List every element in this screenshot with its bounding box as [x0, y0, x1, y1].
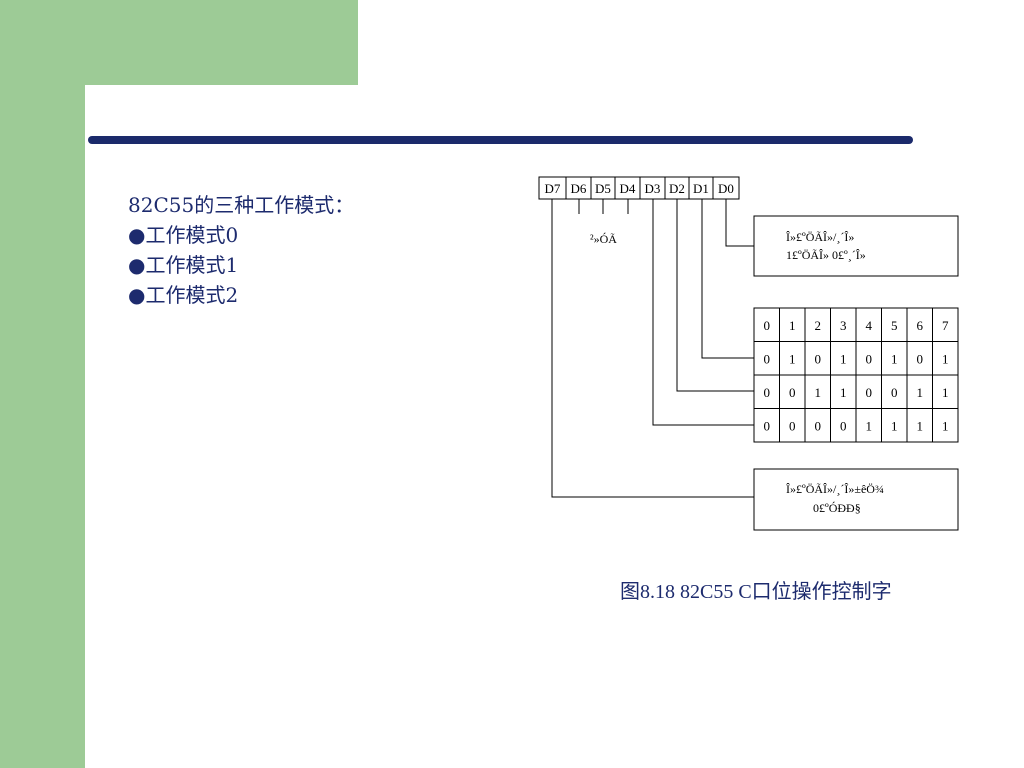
table-cell: 1 [815, 385, 822, 400]
flag-box [753, 468, 959, 531]
table-cell: 1 [917, 418, 924, 433]
bullet-label: 工作模式1 [145, 253, 239, 277]
bit-cell-label: D1 [693, 181, 709, 196]
mode-list: 82C55的三种工作模式： ●工作模式0 ●工作模式1 ●工作模式2 [128, 190, 354, 310]
table-cell: 2 [815, 318, 822, 333]
table-cell: 1 [942, 385, 949, 400]
set-reset-box-line: Î»£ºÖÃÎ»/¸´Î» [786, 230, 854, 244]
table-cell: 6 [917, 318, 924, 333]
bit-cell-label: D3 [645, 181, 661, 196]
table-cell: 7 [942, 318, 949, 333]
table-cell: 0 [866, 351, 873, 366]
d2-connector [676, 199, 754, 392]
table-cell: 0 [764, 418, 771, 433]
bullet-label: 工作模式0 [145, 223, 239, 247]
table-cell: 0 [764, 318, 771, 333]
table-cell: 0 [840, 418, 847, 433]
bit-cell-label: D5 [595, 181, 611, 196]
bullet-icon: ● [128, 253, 146, 277]
table-cell: 1 [942, 351, 949, 366]
table-cell: 1 [840, 351, 847, 366]
table-cell: 4 [866, 318, 873, 333]
table-cell: 0 [917, 351, 924, 366]
table-cell: 0 [789, 418, 796, 433]
green-left-band [0, 0, 85, 768]
connector-lines [551, 199, 754, 498]
flag-box-line: Î»£ºÖÃÎ»/¸´Î»±êÖ¾ [786, 482, 884, 496]
table-cell: 1 [891, 351, 898, 366]
bit-select-table: 0 1 2 3 4 5 6 7 0 1 0 1 0 1 0 1 0 0 1 1 0 0 1 1 0 0 0 0 1 1 1 1 [753, 307, 959, 443]
d3-connector [652, 199, 754, 426]
heading-text: 82C55的三种工作模式： [128, 193, 355, 217]
bullet-icon: ● [128, 283, 146, 307]
table-cell: 1 [789, 351, 796, 366]
table-cell: 0 [764, 351, 771, 366]
bit-cell-label: D2 [669, 181, 685, 196]
bit-cell-label: D4 [620, 181, 636, 196]
table-cell: 0 [764, 385, 771, 400]
bit-cell-label: D0 [718, 181, 734, 196]
table-cell: 1 [942, 418, 949, 433]
table-cell: 3 [840, 318, 847, 333]
bullet-label: 工作模式2 [145, 283, 239, 307]
set-reset-box-line: 1£ºÖÃÎ» 0£º¸´Î» [786, 248, 866, 262]
bullet-icon: ● [128, 223, 146, 247]
table-cell: 1 [891, 418, 898, 433]
table-cell: 1 [917, 385, 924, 400]
table-cell: 0 [815, 351, 822, 366]
bit-cell-label: D7 [545, 181, 561, 196]
title-divider-bar [88, 136, 913, 144]
list-item: ●工作模式1 [128, 250, 354, 280]
unused-bits-label: ²»ÓÃ [590, 232, 617, 246]
table-cell: 5 [891, 318, 898, 333]
table-cell: 0 [789, 385, 796, 400]
table-cell: 0 [891, 385, 898, 400]
bit-cell-label: D6 [571, 181, 587, 196]
table-cell: 0 [866, 385, 873, 400]
table-cell: 1 [866, 418, 873, 433]
table-cell: 1 [840, 385, 847, 400]
d1-connector [701, 199, 754, 359]
figure-caption: 图8.18 82C55 C口位操作控制字 [620, 581, 892, 603]
set-reset-box [753, 215, 959, 277]
d7-connector [551, 199, 754, 498]
bit-field-row: D7 D6 D5 D4 D3 D2 D1 D0 [538, 176, 740, 200]
list-item: ●工作模式2 [128, 280, 354, 310]
flag-box-line: 0£ºÓÐÐ§ [813, 501, 861, 515]
d0-connector [725, 199, 754, 247]
table-cell: 1 [789, 318, 796, 333]
list-item: ●工作模式0 [128, 220, 354, 250]
table-cell: 0 [815, 418, 822, 433]
